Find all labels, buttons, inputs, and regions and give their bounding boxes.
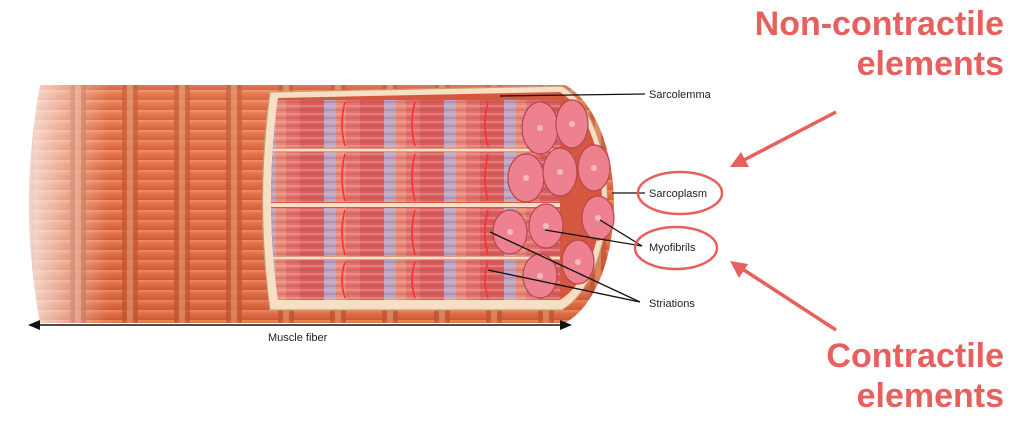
annotation-contractile-line2: elements: [826, 376, 1004, 416]
annotation-arrows: [730, 112, 836, 330]
annotation-non-contractile-line2: elements: [755, 44, 1004, 84]
annotation-non-contractile: Non-contractile elements: [755, 4, 1004, 84]
annotation-contractile: Contractile elements: [826, 336, 1004, 416]
label-sarcolemma: Sarcolemma: [649, 89, 712, 101]
annotation-non-contractile-line1: Non-contractile: [755, 4, 1004, 44]
label-striations: Striations: [649, 298, 695, 310]
label-myofibrils: Myofibrils: [649, 242, 696, 254]
label-sarcoplasm: Sarcoplasm: [649, 188, 707, 200]
myofibril-bundles: [270, 100, 560, 300]
label-muscle-fiber: Muscle fiber: [268, 332, 328, 344]
annotation-contractile-line1: Contractile: [826, 336, 1004, 376]
